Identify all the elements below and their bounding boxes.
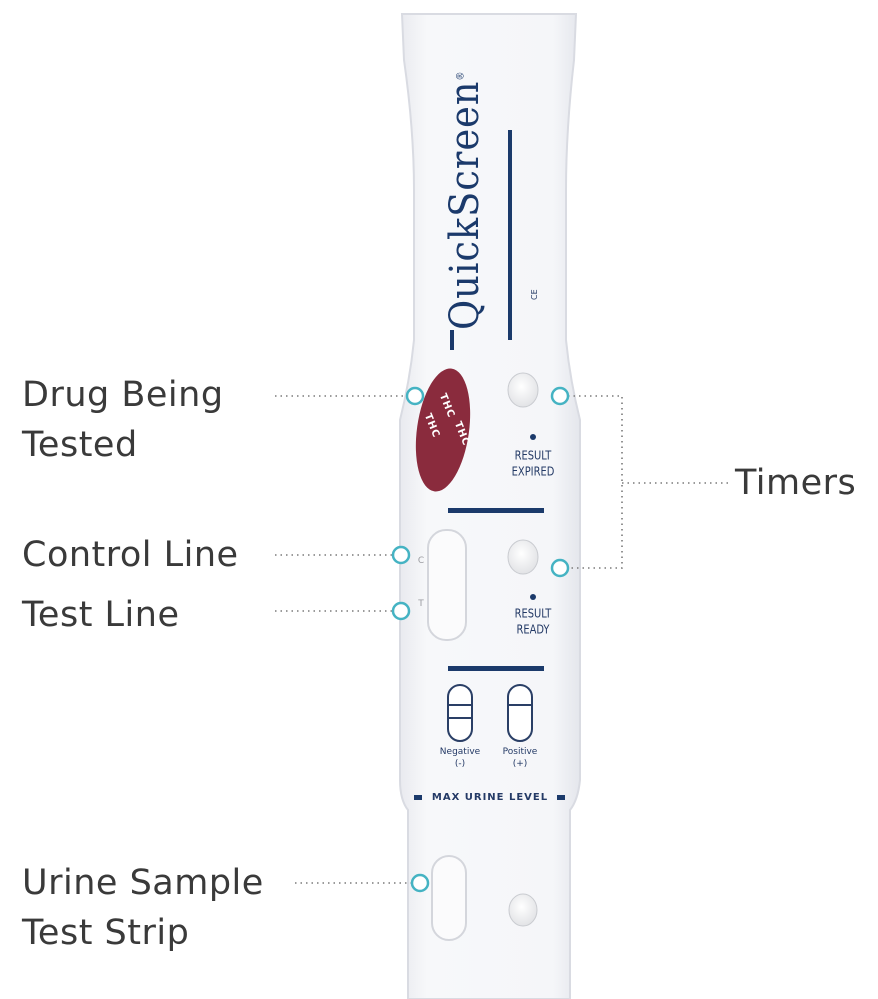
- timer-expired-window: [507, 372, 539, 408]
- negative-legend-sign: (-): [454, 759, 466, 769]
- positive-legend-sign: (+): [512, 759, 528, 769]
- result-ready-line1: RESULT: [514, 605, 552, 621]
- device-body: [399, 13, 581, 999]
- brand-bar-short: [450, 330, 454, 350]
- negative-legend-label: Negative: [439, 747, 481, 757]
- drug-pad: [415, 368, 471, 492]
- drug-being-tested-label: Drug Being Tested: [22, 370, 224, 470]
- callout-marker-urine: [410, 873, 430, 893]
- control-line-label: Control Line: [22, 535, 239, 575]
- negative-legend-pill: [447, 684, 473, 742]
- max-urine-level-text: MAX URINE LEVEL: [431, 792, 549, 803]
- brand-bar-long: [508, 130, 512, 340]
- urine-sample-label-line2: Test Strip: [22, 913, 190, 953]
- brand-logo: QuickScreen®: [442, 71, 488, 330]
- drug-being-tested-label-line1: Drug Being: [22, 375, 224, 415]
- drug-being-tested-label-line2: Tested: [22, 425, 138, 465]
- callout-marker-drug: [405, 386, 425, 406]
- positive-legend-pill: [507, 684, 533, 742]
- test-line-label: Test Line: [22, 595, 180, 635]
- result-expired-text: RESULT EXPIRED: [512, 448, 555, 480]
- urine-level-mark-right: [557, 795, 565, 800]
- result-ready-line2: READY: [516, 622, 550, 637]
- positive-legend-label: Positive: [502, 747, 538, 757]
- result-window: [427, 529, 467, 641]
- divider-bar-1: [448, 508, 544, 513]
- urine-sample-label-line1: Urine Sample: [22, 863, 264, 903]
- urine-level-mark-left: [414, 795, 422, 800]
- urine-sample-label: Urine Sample Test Strip: [22, 858, 264, 958]
- test-mark: T: [418, 599, 424, 609]
- timer-ready-dot: [530, 594, 536, 600]
- brand-name: QuickScreen: [442, 80, 488, 330]
- ce-mark: CE: [530, 289, 539, 300]
- callout-marker-timer-expired: [550, 386, 570, 406]
- sample-well: [508, 893, 538, 927]
- timer-expired-dot: [530, 434, 536, 440]
- urine-sample-window: [431, 855, 467, 941]
- result-expired-line1: RESULT: [514, 447, 552, 463]
- result-ready-text: RESULT READY: [515, 606, 552, 638]
- result-expired-line2: EXPIRED: [511, 464, 555, 479]
- timers-label: Timers: [735, 463, 857, 503]
- negative-legend-text: Negative (-): [440, 746, 480, 770]
- positive-legend-text: Positive (+): [503, 746, 538, 770]
- callout-marker-control: [391, 545, 411, 565]
- callout-marker-test: [391, 601, 411, 621]
- leader-timers-bracket: [568, 395, 730, 569]
- callout-marker-timer-ready: [550, 558, 570, 578]
- divider-bar-2: [448, 666, 544, 671]
- control-mark: C: [417, 556, 425, 566]
- timer-ready-window: [507, 539, 539, 575]
- brand-trademark: ®: [455, 70, 467, 81]
